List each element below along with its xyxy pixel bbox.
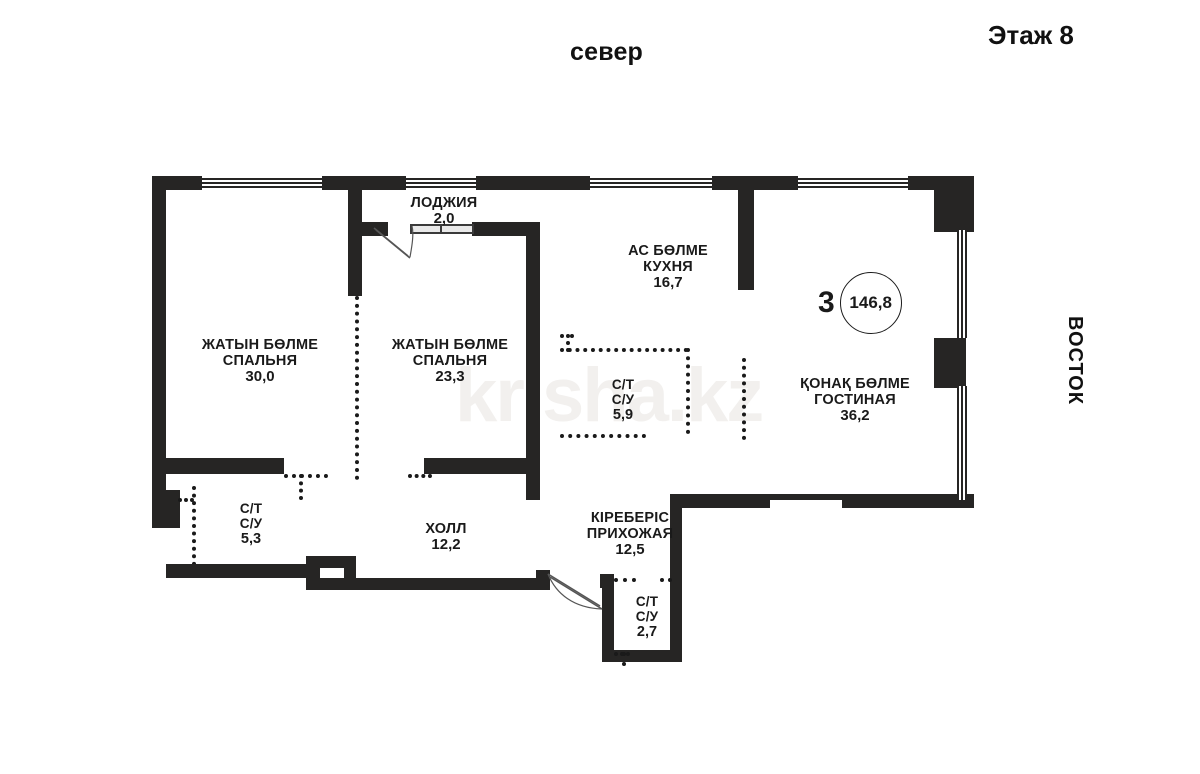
- wall-living-bottom-mid-recess: [770, 494, 842, 500]
- wall-bathroom3-left: [602, 574, 614, 662]
- wall-entrance-door-jog: [536, 570, 550, 590]
- partition-bedrooms-dotted: [355, 296, 359, 480]
- wall-right-mid-pier: [934, 338, 966, 388]
- partition-bathroom2-top: [560, 348, 688, 352]
- room-label-bedroom-1: ЖАТЫН БӨЛМЕ СПАЛЬНЯ 30,0: [201, 337, 319, 386]
- wall-right-upper: [934, 176, 974, 232]
- wall-loggia-right: [472, 222, 540, 236]
- wall-bathroom1-bottom: [166, 564, 314, 578]
- wall-hall-jog-top: [306, 556, 354, 568]
- east-direction-label: ВОСТОК: [1064, 316, 1086, 405]
- room-label-bathroom-2: С/Т С/У 5,9: [611, 377, 635, 424]
- partition-bathroom3-bottom-dots-v: [622, 652, 626, 666]
- room-label-bathroom-3: С/Т С/У 2,7: [635, 594, 659, 641]
- wall-bedroom2-bottom: [424, 458, 540, 474]
- wall-left-outer: [152, 176, 166, 528]
- partition-bedroom2-doorway-dots: [408, 474, 432, 478]
- partition-bathroom3-top-dots-b: [660, 578, 672, 582]
- rooms-count: 3: [818, 286, 835, 319]
- partition-bedroom1-doorway-dots: [284, 474, 328, 478]
- window-loggia-top: [406, 178, 476, 188]
- room-label-bedroom-2: ЖАТЫН БӨЛМЕ СПАЛЬНЯ 23,3: [391, 337, 509, 386]
- partition-bathroom2-right: [686, 348, 690, 434]
- room-label-hall: ХОЛЛ 12,2: [425, 521, 467, 554]
- window-living-right-lower: [957, 386, 967, 500]
- wall-top-seg-b: [476, 176, 590, 190]
- loggia-door-panel: [410, 224, 474, 234]
- wall-living-bottom-left: [670, 494, 770, 508]
- partition-bathroom3-top-dots-a: [614, 578, 636, 582]
- wall-hall-bottom-run: [306, 578, 542, 590]
- window-bedroom1: [202, 178, 322, 188]
- window-living-top: [798, 178, 908, 188]
- apartment-summary-badge: 3 146,8: [818, 272, 902, 334]
- partition-bathroom2-inner-right: [742, 358, 746, 440]
- room-label-loggia: ЛОДЖИЯ 2,0: [410, 195, 478, 228]
- window-living-right-upper: [957, 230, 967, 338]
- window-kitchen: [590, 178, 712, 188]
- entrance-door-swing: [547, 573, 603, 610]
- partition-bathroom2-left-stub: [566, 334, 570, 352]
- wall-bedroom1-bottom: [166, 458, 284, 474]
- room-label-entrance-hall: КІРЕБЕРІС ПРИХОЖАЯ 12,5: [586, 510, 674, 559]
- partition-bathroom2-left-stub-h: [560, 334, 574, 338]
- watermark-krisha: krisha.kz: [455, 353, 764, 438]
- wall-top-seg-a: [322, 176, 406, 190]
- wall-bathroom3-right: [670, 494, 682, 662]
- loggia-door-swing: [373, 225, 414, 259]
- wall-partition-bedrooms-upper: [348, 176, 362, 296]
- partition-bathroom1-right-dots: [299, 474, 303, 500]
- room-label-kitchen: АС БӨЛМЕ КУХНЯ 16,7: [628, 243, 708, 292]
- wall-top-seg-c: [712, 176, 798, 190]
- total-area-circle: 146,8: [839, 272, 902, 334]
- wall-living-bottom-right: [842, 494, 962, 508]
- wall-partition-bedroom2-kitchen: [526, 222, 540, 500]
- partition-bathroom1-left-dots: [192, 486, 196, 566]
- partition-bathroom2-bottom: [560, 434, 646, 438]
- room-label-bathroom-1: С/Т С/У 5,3: [239, 501, 263, 548]
- wall-left-lower-outer: [152, 490, 180, 528]
- partition-bathroom1-top-dots: [178, 498, 194, 502]
- wall-kitchen-living-vertical: [738, 176, 754, 290]
- room-label-living-room: ҚОНАҚ БӨЛМЕ ГОСТИНАЯ 36,2: [800, 376, 910, 425]
- north-direction-label: север: [570, 38, 644, 66]
- floor-number-label: Этаж 8: [988, 20, 1074, 50]
